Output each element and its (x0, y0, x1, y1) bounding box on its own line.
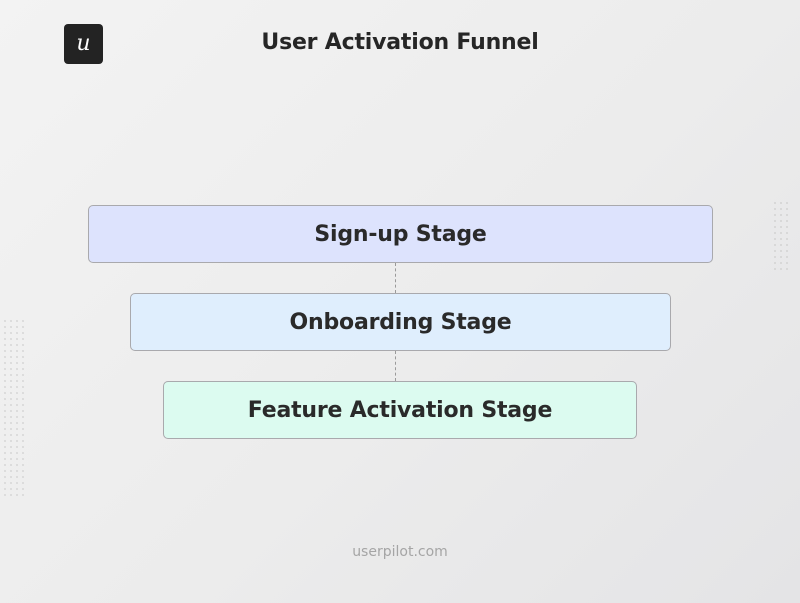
diagram-title: User Activation Funnel (261, 30, 539, 55)
dashed-connector (395, 263, 396, 293)
logo-glyph: u (76, 31, 91, 56)
funnel-stage-signup: Sign-up Stage (88, 205, 713, 263)
source-credit: userpilot.com (352, 544, 448, 560)
stage-label: Onboarding Stage (289, 309, 512, 335)
dashed-connector (395, 351, 396, 381)
stage-label: Sign-up Stage (314, 221, 487, 247)
decorative-dot-grid-left (2, 318, 26, 498)
funnel-stage-onboarding: Onboarding Stage (130, 293, 671, 351)
userpilot-logo-icon: u (64, 24, 103, 64)
decorative-dot-grid-right (772, 200, 790, 270)
funnel-stage-feature-activation: Feature Activation Stage (163, 381, 637, 439)
stage-label: Feature Activation Stage (247, 397, 553, 423)
